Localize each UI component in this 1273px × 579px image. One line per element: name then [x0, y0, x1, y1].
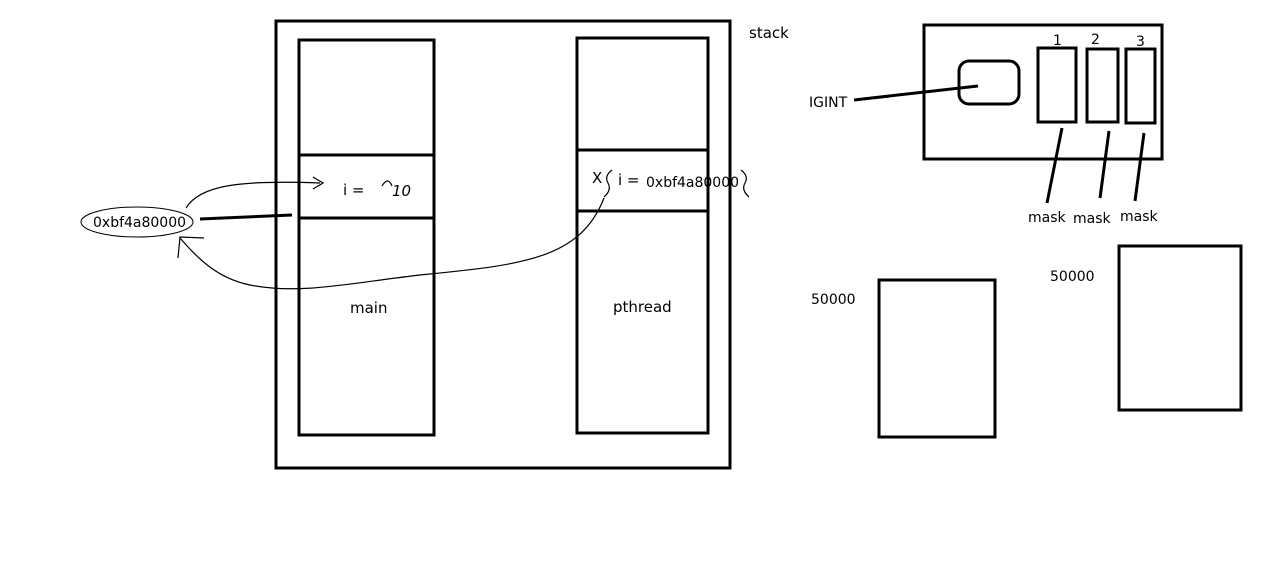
signal-panel: 1 2 3 IGINT mask mask mask [809, 23, 1164, 227]
signal-label: IGINT [809, 95, 848, 111]
stack-box [274, 19, 732, 470]
main-value-arrow-stroke [381, 180, 393, 187]
mask-slot-1 [1036, 46, 1078, 124]
arrow-from-pthread-head [177, 236, 205, 259]
address-bubble: 0xbf4a80000 [80, 206, 293, 238]
pthread-frame: X i = 0xbf4a80000 pthread [575, 36, 750, 435]
stack-label: stack [749, 24, 789, 42]
pthread-close-brace [740, 169, 750, 198]
arrow-from-pthread-to-address [179, 197, 605, 290]
pthread-cross-mark: X [592, 169, 602, 187]
signal-pointer-line [853, 84, 979, 102]
mask-label-3: mask [1120, 209, 1159, 225]
slot-number-1: 1 [1053, 33, 1062, 49]
address-pointer-line [199, 213, 293, 221]
main-frame-label: main [350, 299, 387, 317]
main-var-text: i = [343, 181, 365, 199]
arrow-to-main-var [185, 181, 321, 209]
main-frame: i = 10 main [297, 38, 436, 437]
pthread-var-value: 0xbf4a80000 [646, 175, 739, 191]
slot-number-3: 3 [1136, 34, 1145, 50]
signal-handler-box [957, 59, 1021, 106]
mask-label-1: mask [1028, 210, 1067, 226]
mask-slot-3 [1124, 47, 1157, 125]
box-right-label: 50000 [1050, 269, 1095, 285]
pthread-var-text: i = [618, 171, 640, 189]
box-right [1117, 244, 1243, 412]
box-left [877, 278, 997, 439]
mask-slot-2 [1085, 47, 1120, 124]
mask-label-2: mask [1073, 211, 1112, 227]
pthread-open-brace [603, 169, 613, 198]
pthread-frame-label: pthread [613, 298, 672, 316]
arrow-to-main-var-head [312, 176, 325, 190]
address-label: 0xbf4a80000 [93, 215, 186, 231]
slot-number-2: 2 [1091, 32, 1100, 48]
box-left-label: 50000 [811, 292, 856, 308]
main-var-value: 10 [392, 182, 411, 200]
mask-line-3 [1133, 132, 1146, 202]
mask-line-1 [1045, 127, 1064, 204]
mask-line-2 [1098, 130, 1111, 199]
